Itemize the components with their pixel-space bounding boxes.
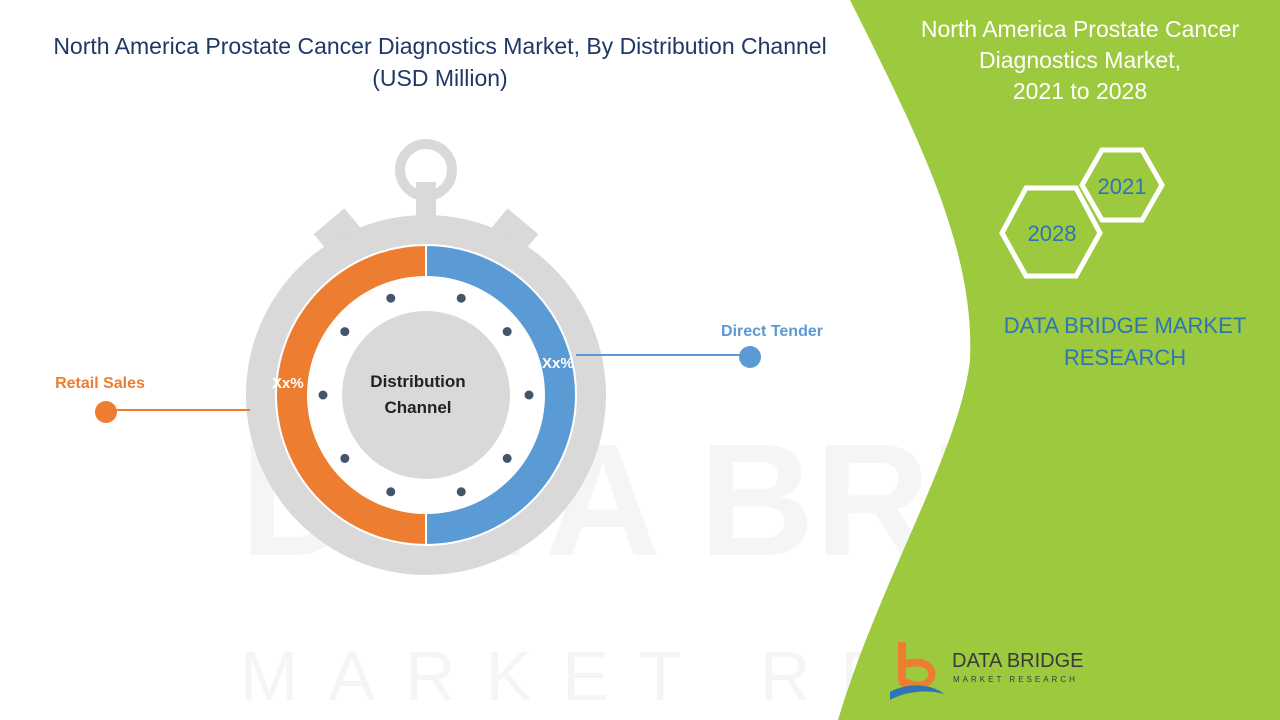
side-title-line2: Diagnostics Market, — [979, 47, 1181, 73]
side-title-line1: North America Prostate Cancer — [920, 16, 1240, 42]
brand-name: DATA BRIDGE MARKET RESEARCH — [990, 310, 1260, 374]
center-label-line1: Distribution — [370, 372, 465, 391]
stopwatch-right-button — [489, 208, 539, 256]
year-start-label: 2021 — [1098, 174, 1147, 199]
stopwatch-stem — [416, 182, 436, 222]
logo-name: DATA BRIDGE — [952, 650, 1084, 672]
side-panel-title: North America Prostate Cancer Diagnostic… — [895, 14, 1265, 107]
hexagon-2021-icon — [1079, 147, 1165, 223]
tick-dot — [318, 390, 328, 400]
chart-title-line1: North America Prostate Cancer Diagnostic… — [53, 33, 827, 59]
tick-dot — [524, 390, 534, 400]
logo-tagline: MARKET RESEARCH — [953, 675, 1078, 684]
tick-dot — [502, 453, 512, 463]
center-label-line2: Channel — [384, 398, 451, 417]
brand-line2: RESEARCH — [1063, 345, 1187, 370]
tick-dots — [318, 293, 534, 497]
year-end-label: 2028 — [1028, 221, 1077, 246]
stopwatch-left-button — [313, 208, 363, 256]
data-bridge-logo-icon — [890, 642, 944, 700]
tick-dot — [456, 487, 466, 497]
tick-dot — [340, 453, 350, 463]
chart-title-line2: (USD Million) — [372, 65, 508, 91]
legend-label: Direct Tender — [721, 323, 823, 340]
tick-dot — [386, 293, 396, 303]
year-hexagons: 2021 2028 — [999, 147, 1165, 279]
tick-dot — [386, 487, 396, 497]
legend-label: Retail Sales — [55, 375, 145, 392]
side-title-line3: 2021 to 2028 — [1012, 78, 1148, 104]
center-circle — [342, 311, 510, 479]
slice-value-label: Xx% — [272, 375, 304, 392]
tick-dot — [502, 327, 512, 337]
tick-dot — [456, 293, 466, 303]
slice-value-label: Xx% — [542, 355, 574, 372]
chart-title: North America Prostate Cancer Diagnostic… — [20, 30, 860, 94]
hexagon-2028-icon — [999, 185, 1103, 279]
callout-dot — [95, 401, 117, 423]
callout-dot — [739, 346, 761, 368]
brand-line1: DATA BRIDGE MARKET — [1003, 313, 1247, 338]
tick-dot — [340, 327, 350, 337]
